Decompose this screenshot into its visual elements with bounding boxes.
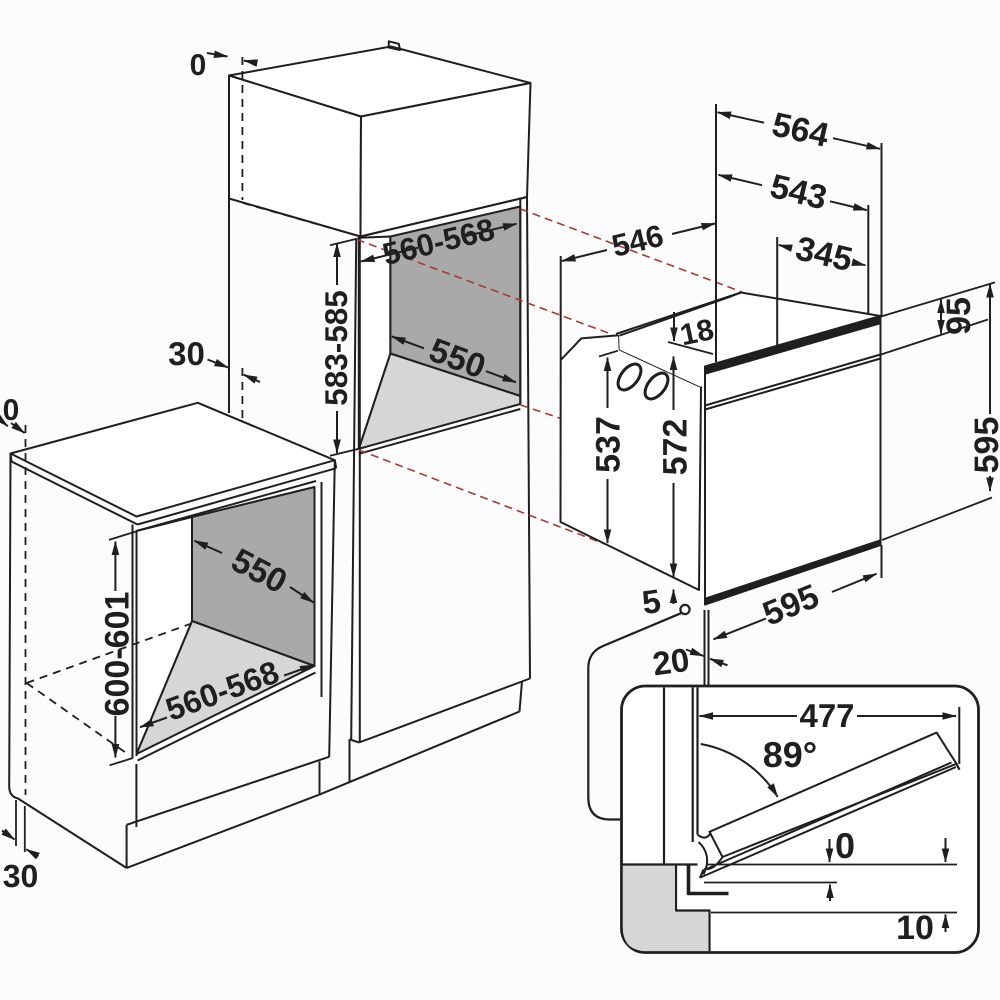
svg-text:0: 0: [835, 825, 855, 866]
svg-text:477: 477: [799, 697, 854, 734]
svg-text:0: 0: [190, 49, 207, 82]
svg-text:10: 10: [896, 909, 934, 947]
svg-text:18: 18: [677, 313, 717, 352]
svg-text:30: 30: [168, 335, 205, 372]
svg-text:537: 537: [590, 416, 628, 473]
svg-text:583-585: 583-585: [318, 290, 354, 406]
svg-text:5: 5: [640, 582, 663, 621]
svg-text:89°: 89°: [763, 734, 817, 775]
svg-text:20: 20: [650, 641, 692, 683]
svg-text:595: 595: [968, 417, 1000, 474]
svg-text:95: 95: [940, 297, 978, 335]
svg-text:600-601: 600-601: [99, 592, 137, 717]
svg-text:30: 30: [3, 858, 39, 894]
svg-text:0: 0: [3, 394, 20, 427]
svg-text:572: 572: [657, 419, 695, 476]
